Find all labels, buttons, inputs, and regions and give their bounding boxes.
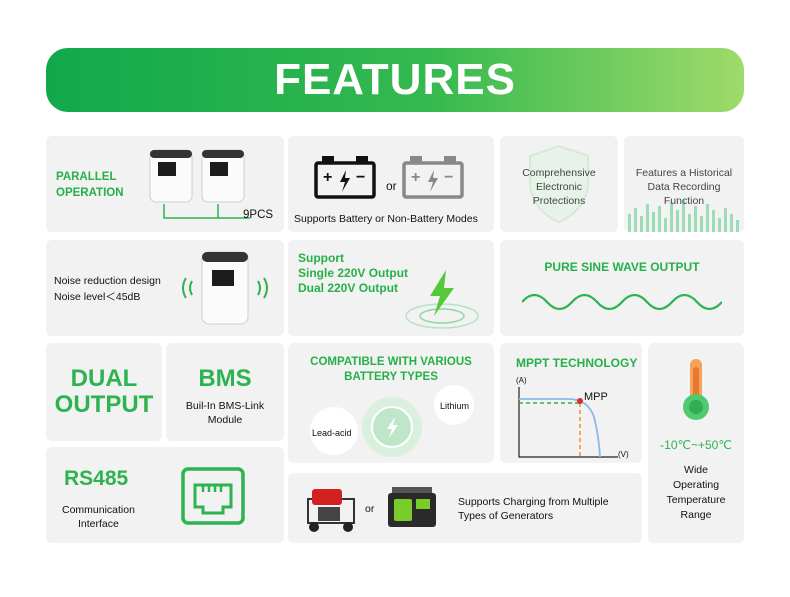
battery-caption: Supports Battery or Non-Battery Modes (294, 213, 478, 225)
lightning-icon (405, 270, 479, 329)
support-line1: Support (298, 251, 344, 265)
inverter-pair-icon (149, 149, 250, 219)
battery-or: or (386, 179, 397, 193)
battery-grey-icon: + − (402, 156, 464, 199)
battery-dark-icon: + − (314, 156, 376, 199)
card-sine: PURE SINE WAVE OUTPUT (500, 240, 744, 336)
parallel-count: 9PCS (243, 209, 274, 221)
mppt-y-unit: (A) (516, 376, 527, 385)
card-support: Support Single 220V Output Dual 220V Out… (288, 240, 494, 336)
temp-line4: Range (680, 509, 712, 521)
parallel-line1: PARALLEL (56, 171, 117, 183)
dual-line2: OUTPUT (54, 391, 154, 418)
card-generator: or Supports Charging from Multiple Types… (288, 473, 642, 543)
generator-red-icon (307, 489, 355, 532)
ethernet-port-icon (181, 467, 245, 525)
battery-types-icon (310, 385, 474, 457)
shield-icon (529, 144, 589, 224)
card-bms: BMS Buil-In BMS-Link Module (166, 343, 284, 441)
card-battery: + − or + − Supports Battery or Non-Batte… (288, 136, 494, 232)
compat-lithium: Lithium (440, 401, 470, 411)
noise-line1: Noise reduction design (54, 275, 161, 287)
compat-line1: COMPATIBLE WITH VARIOUS (310, 356, 472, 368)
card-compat: COMPATIBLE WITH VARIOUS BATTERY TYPES Li… (288, 343, 494, 463)
generator-line2: Types of Generators (458, 510, 554, 522)
mppt-point-label: MPP (584, 391, 608, 403)
support-line3: Dual 220V Output (298, 281, 399, 295)
card-protection: Comprehensive Electronic Protections (500, 136, 618, 232)
sine-title: PURE SINE WAVE OUTPUT (544, 260, 700, 274)
compat-lead: Lead-acid (312, 428, 352, 438)
rs485-line2: Interface (78, 518, 119, 530)
card-parallel: PARALLEL OPERATION 9PCS (46, 136, 284, 232)
temp-line1: Wide (684, 464, 708, 476)
protection-line3: Protections (532, 195, 586, 207)
card-noise: Noise reduction design Noise level＜45dB (46, 240, 284, 336)
svg-text:+: + (411, 169, 420, 186)
bms-line1: Buil-In BMS-Link (185, 400, 265, 412)
rs485-title: RS485 (64, 467, 129, 490)
mppt-title: MPPT TECHNOLOGY (516, 356, 638, 370)
svg-text:−: − (444, 169, 453, 186)
svg-text:−: − (356, 169, 365, 186)
rs485-line1: Communication (62, 504, 135, 516)
noise-line2: Noise level＜45dB (54, 291, 141, 303)
support-line2: Single 220V Output (298, 266, 409, 280)
svg-text:+: + (323, 169, 332, 186)
history-line2: Data Recording (647, 181, 721, 193)
compat-line2: BATTERY TYPES (344, 371, 438, 383)
generator-green-icon (388, 487, 436, 527)
generator-or: or (365, 503, 375, 515)
sine-wave-icon (522, 293, 722, 311)
history-line1: Features a Historical (635, 167, 733, 179)
card-mppt: MPPT TECHNOLOGY (A) MPP (V) (500, 343, 642, 463)
bms-line2: Module (207, 414, 243, 426)
temp-line3: Temperature (666, 494, 726, 506)
protection-line2: Electronic (535, 181, 583, 193)
quiet-inverter-icon (182, 251, 268, 325)
thermometer-icon (683, 359, 709, 420)
card-history: Features a Historical Data Recording Fun… (624, 136, 744, 232)
features-banner: FEATURES (46, 48, 744, 112)
parallel-line2: OPERATION (56, 187, 124, 199)
generator-line1: Supports Charging from Multiple (458, 496, 609, 508)
dual-line1: DUAL (70, 365, 138, 392)
temp-range: -10℃~+50℃ (660, 438, 732, 452)
card-temperature: -10℃~+50℃ Wide Operating Temperature Ran… (648, 343, 744, 543)
banner-title: FEATURES (274, 55, 516, 104)
data-wave-icon (628, 200, 739, 232)
history-line3: Function (663, 195, 705, 207)
bms-title: BMS (198, 365, 252, 392)
mppt-x-unit: (V) (618, 450, 629, 459)
card-rs485: RS485 Communication Interface (46, 447, 284, 543)
mppt-curve-icon (518, 387, 618, 458)
card-dual: DUAL OUTPUT (46, 343, 162, 441)
temp-line2: Operating (672, 479, 720, 491)
protection-line1: Comprehensive (522, 167, 596, 179)
